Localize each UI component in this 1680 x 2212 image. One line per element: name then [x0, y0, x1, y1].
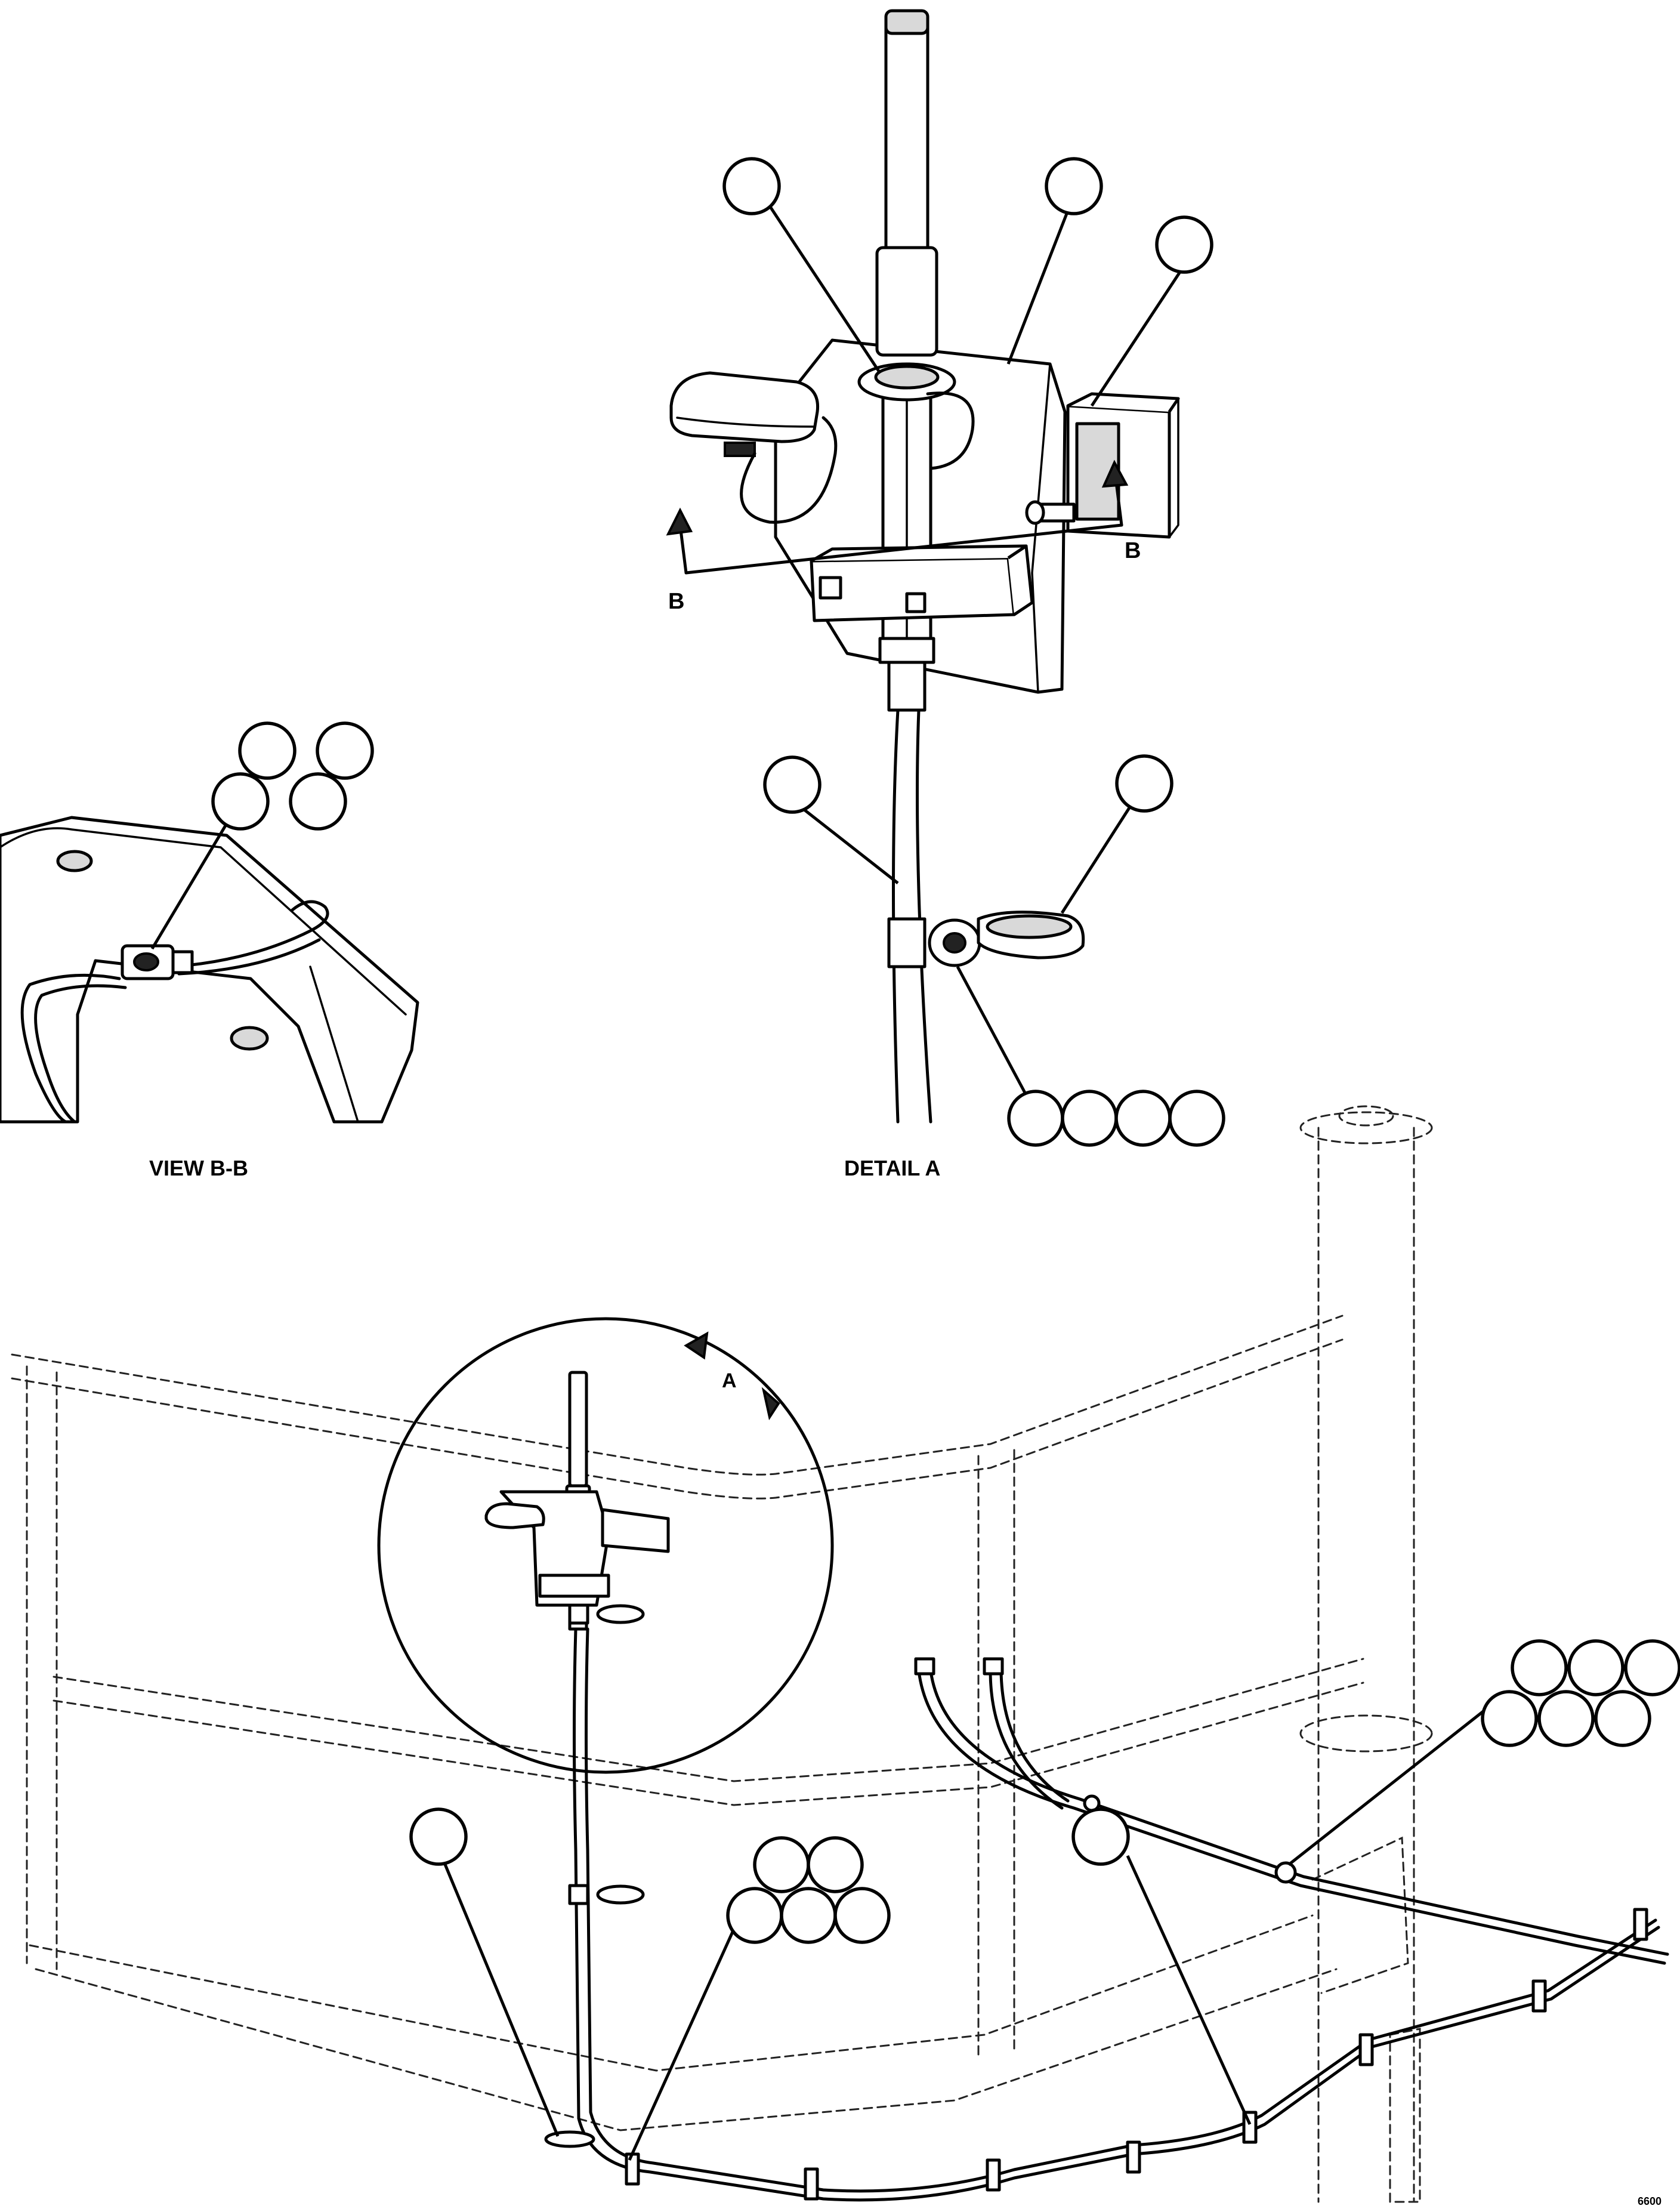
- callout-balloon: [1567, 1639, 1625, 1696]
- callout-balloon: [722, 157, 781, 215]
- detail-a-cable-callout: [763, 755, 899, 884]
- callout-balloon: [807, 1836, 864, 1893]
- callout-balloon: [1168, 1090, 1225, 1147]
- callout-balloon: [1007, 1090, 1064, 1147]
- detail-arrow-label: A: [722, 1369, 737, 1392]
- view-b-b-drawing: [0, 816, 419, 1124]
- callout-balloon: [780, 1887, 837, 1944]
- callout-balloon: [289, 772, 347, 831]
- section-arrow-label-left: B: [668, 589, 684, 614]
- detail-a-caption: DETAIL A: [844, 1156, 940, 1180]
- callout-balloon: [1155, 215, 1213, 274]
- section-arrow-label-right: B: [1125, 538, 1141, 563]
- callout-balloon: [1045, 157, 1103, 215]
- callout-balloon: [1114, 1090, 1172, 1147]
- figure-id: 6600: [1638, 2195, 1662, 2207]
- callout-balloon: [1511, 1639, 1568, 1696]
- detail-a-drawing: [666, 9, 1180, 1124]
- main-left-callout: [409, 1807, 560, 2137]
- main-center-callouts: [628, 1836, 891, 2161]
- callout-balloon: [1481, 1690, 1538, 1747]
- callout-balloon: [1624, 1639, 1680, 1696]
- callout-balloon: [763, 755, 822, 814]
- detail-a-top-callouts: [722, 157, 1213, 407]
- callout-balloon: [211, 772, 270, 831]
- main-assembly-drawing: [11, 1105, 1669, 2203]
- callout-balloon: [1594, 1690, 1651, 1747]
- callout-balloon: [238, 721, 297, 780]
- detail-a-clamp-callout: [1060, 754, 1173, 914]
- callout-balloon: [753, 1836, 810, 1893]
- detail-a-connector-callouts: [956, 965, 1225, 1147]
- main-mid-callout: [1071, 1807, 1252, 2125]
- callout-balloon: [1115, 754, 1173, 813]
- callout-balloon: [833, 1887, 891, 1944]
- callout-balloon: [1537, 1690, 1595, 1747]
- callout-balloon: [1061, 1090, 1118, 1147]
- view-b-b-caption: VIEW B-B: [149, 1156, 248, 1180]
- callout-balloon: [726, 1887, 783, 1944]
- callout-balloon: [1071, 1807, 1130, 1866]
- callout-balloon: [316, 721, 374, 780]
- main-right-callouts: [1287, 1639, 1680, 1866]
- callout-balloon: [409, 1807, 468, 1866]
- view-b-b-callouts: [150, 721, 374, 950]
